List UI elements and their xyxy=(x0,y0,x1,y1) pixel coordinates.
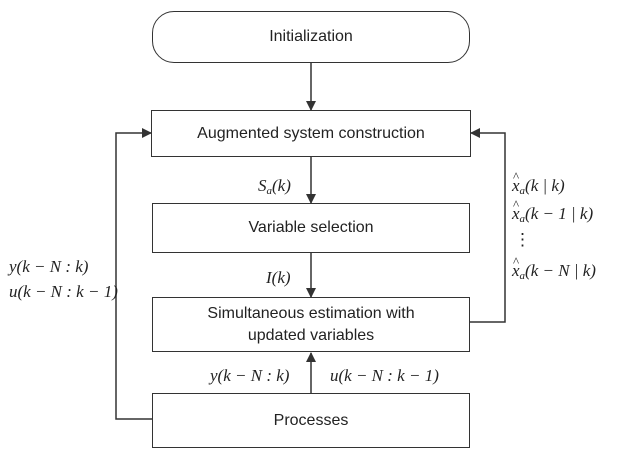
label-xhat-k-k: xa(k | k) xyxy=(512,167,565,201)
label-u-middle: u(k − N : k − 1) xyxy=(330,366,439,385)
label-y-left: y(k − N : k) xyxy=(9,257,89,276)
estimation-label-line1: Simultaneous estimation with xyxy=(207,304,415,322)
variable-selection-label: Variable selection xyxy=(248,219,374,236)
label-vdots: ⋮ xyxy=(514,230,531,249)
initialization-node: Initialization xyxy=(152,11,470,63)
arrow-processes-to-augmented-loop xyxy=(115,128,152,420)
processes-label: Processes xyxy=(273,411,349,429)
label-sa-k: Sa(k) xyxy=(258,176,291,197)
label-xhat-kN-k: xa(k − N | k) xyxy=(512,252,596,286)
estimation-label-line2: updated variables xyxy=(247,326,375,344)
label-u-left: u(k − N : k − 1) xyxy=(9,282,118,301)
augmented-system-node: Augmented system construction xyxy=(151,110,471,157)
arrow-estimation-to-augmented-loop xyxy=(470,128,506,323)
simultaneous-estimation-node: Simultaneous estimation with updated var… xyxy=(152,297,470,352)
augmented-system-label: Augmented system construction xyxy=(197,124,425,142)
initialization-label: Initialization xyxy=(269,28,353,45)
label-xhat-k1-k: xa(k − 1 | k) xyxy=(512,195,593,229)
processes-node: Processes xyxy=(152,393,470,448)
label-y-middle: y(k − N : k) xyxy=(210,366,290,385)
variable-selection-node: Variable selection xyxy=(152,203,470,253)
label-i-k: I(k) xyxy=(266,268,291,287)
